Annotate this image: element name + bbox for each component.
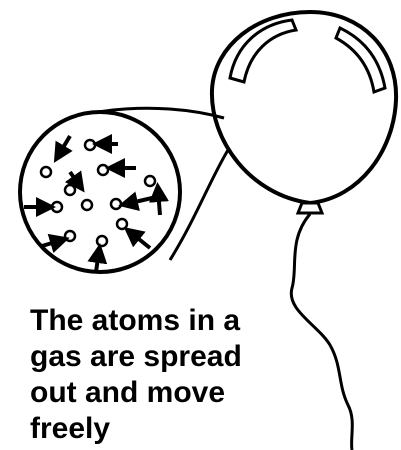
arrow-icon	[158, 190, 160, 215]
caption-line: The atoms in a	[30, 303, 300, 339]
atom-icon	[85, 140, 95, 150]
atom-icon	[82, 200, 92, 210]
caption-line: out and move	[30, 375, 300, 411]
atom-icon	[97, 236, 107, 246]
balloon-body	[212, 12, 396, 203]
caption-line: freely	[30, 411, 300, 447]
atom-icon	[52, 202, 62, 212]
atom-icon	[41, 167, 51, 177]
caption-text: The atoms in a gas are spread out and mo…	[30, 303, 300, 447]
atom-icon	[65, 185, 75, 195]
atom-icon	[111, 199, 121, 209]
atom-icon	[117, 219, 127, 229]
atom-icon	[145, 176, 155, 186]
magnified-gas-circle	[20, 112, 180, 272]
balloon-knot	[298, 203, 322, 213]
caption-line: gas are spread	[30, 339, 300, 375]
atom-icon	[98, 165, 108, 175]
atom-icon	[65, 231, 75, 241]
balloon-string	[291, 214, 352, 450]
